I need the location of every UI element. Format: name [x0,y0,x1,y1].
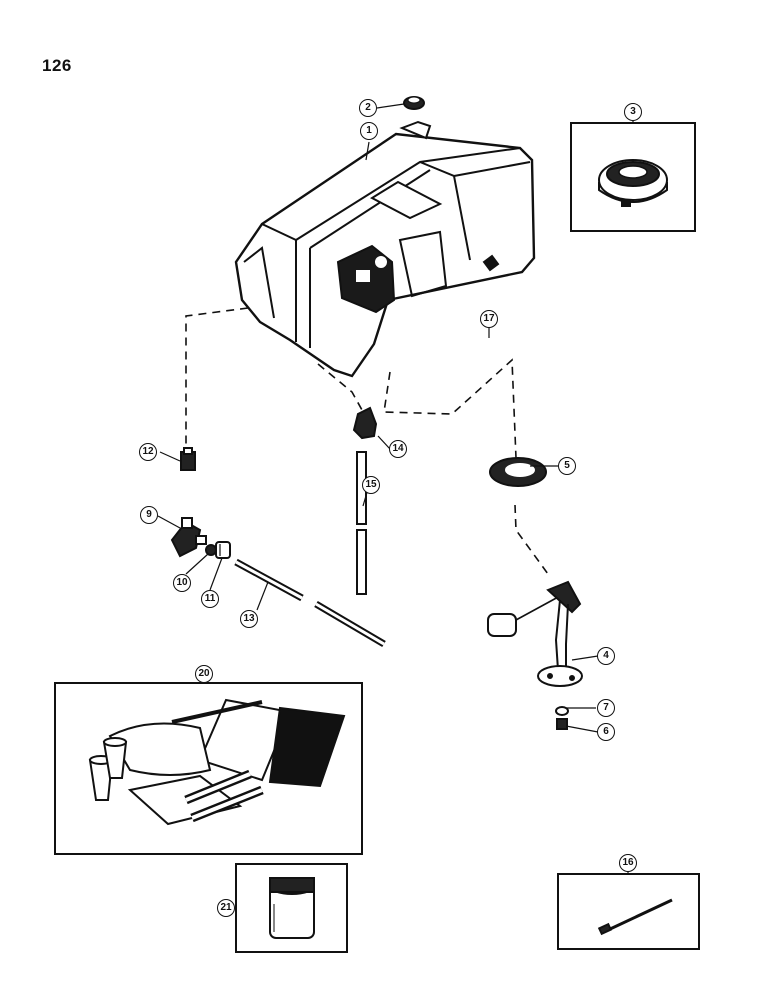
callout-10: 10 [173,574,191,592]
page-number: 126 [42,56,72,75]
callout-7: 7 [597,699,615,717]
tube-15 [356,451,367,595]
callout-2: 2 [359,99,377,117]
callout-5: 5 [558,457,576,475]
callout-4: 4 [597,647,615,665]
dashed-leader-lines [185,307,549,575]
callout-21: 21 [217,899,235,917]
filler-cap [403,96,425,110]
callout-1: 1 [360,122,378,140]
shutoff-valve-9 [170,517,207,558]
callout-14: 14 [389,440,407,458]
elbow-14 [352,406,378,440]
can-box [235,863,348,953]
callout-9: 9 [140,506,158,524]
callout-3: 3 [624,103,642,121]
nut-11 [215,541,231,559]
fuel-sender-4 [487,580,583,687]
callout-leaders [157,103,634,874]
fitting-12 [180,447,196,471]
gasket-5 [489,457,547,487]
callout-20: 20 [195,665,213,683]
callout-6: 6 [597,723,615,741]
callout-17: 17 [480,310,498,328]
callout-16: 16 [619,854,637,872]
cap-detail-box [570,122,696,232]
lock-washer-7 [555,706,569,716]
washer-10 [205,544,217,556]
callout-15: 15 [362,476,380,494]
fuel-line-13 [234,558,386,648]
callout-11: 11 [201,590,219,608]
fuel-tank [234,120,536,378]
callout-12: 12 [139,443,157,461]
callout-13: 13 [240,610,258,628]
screw-6 [556,718,568,730]
tool-box [557,873,700,950]
repair-kit-box [54,682,363,855]
